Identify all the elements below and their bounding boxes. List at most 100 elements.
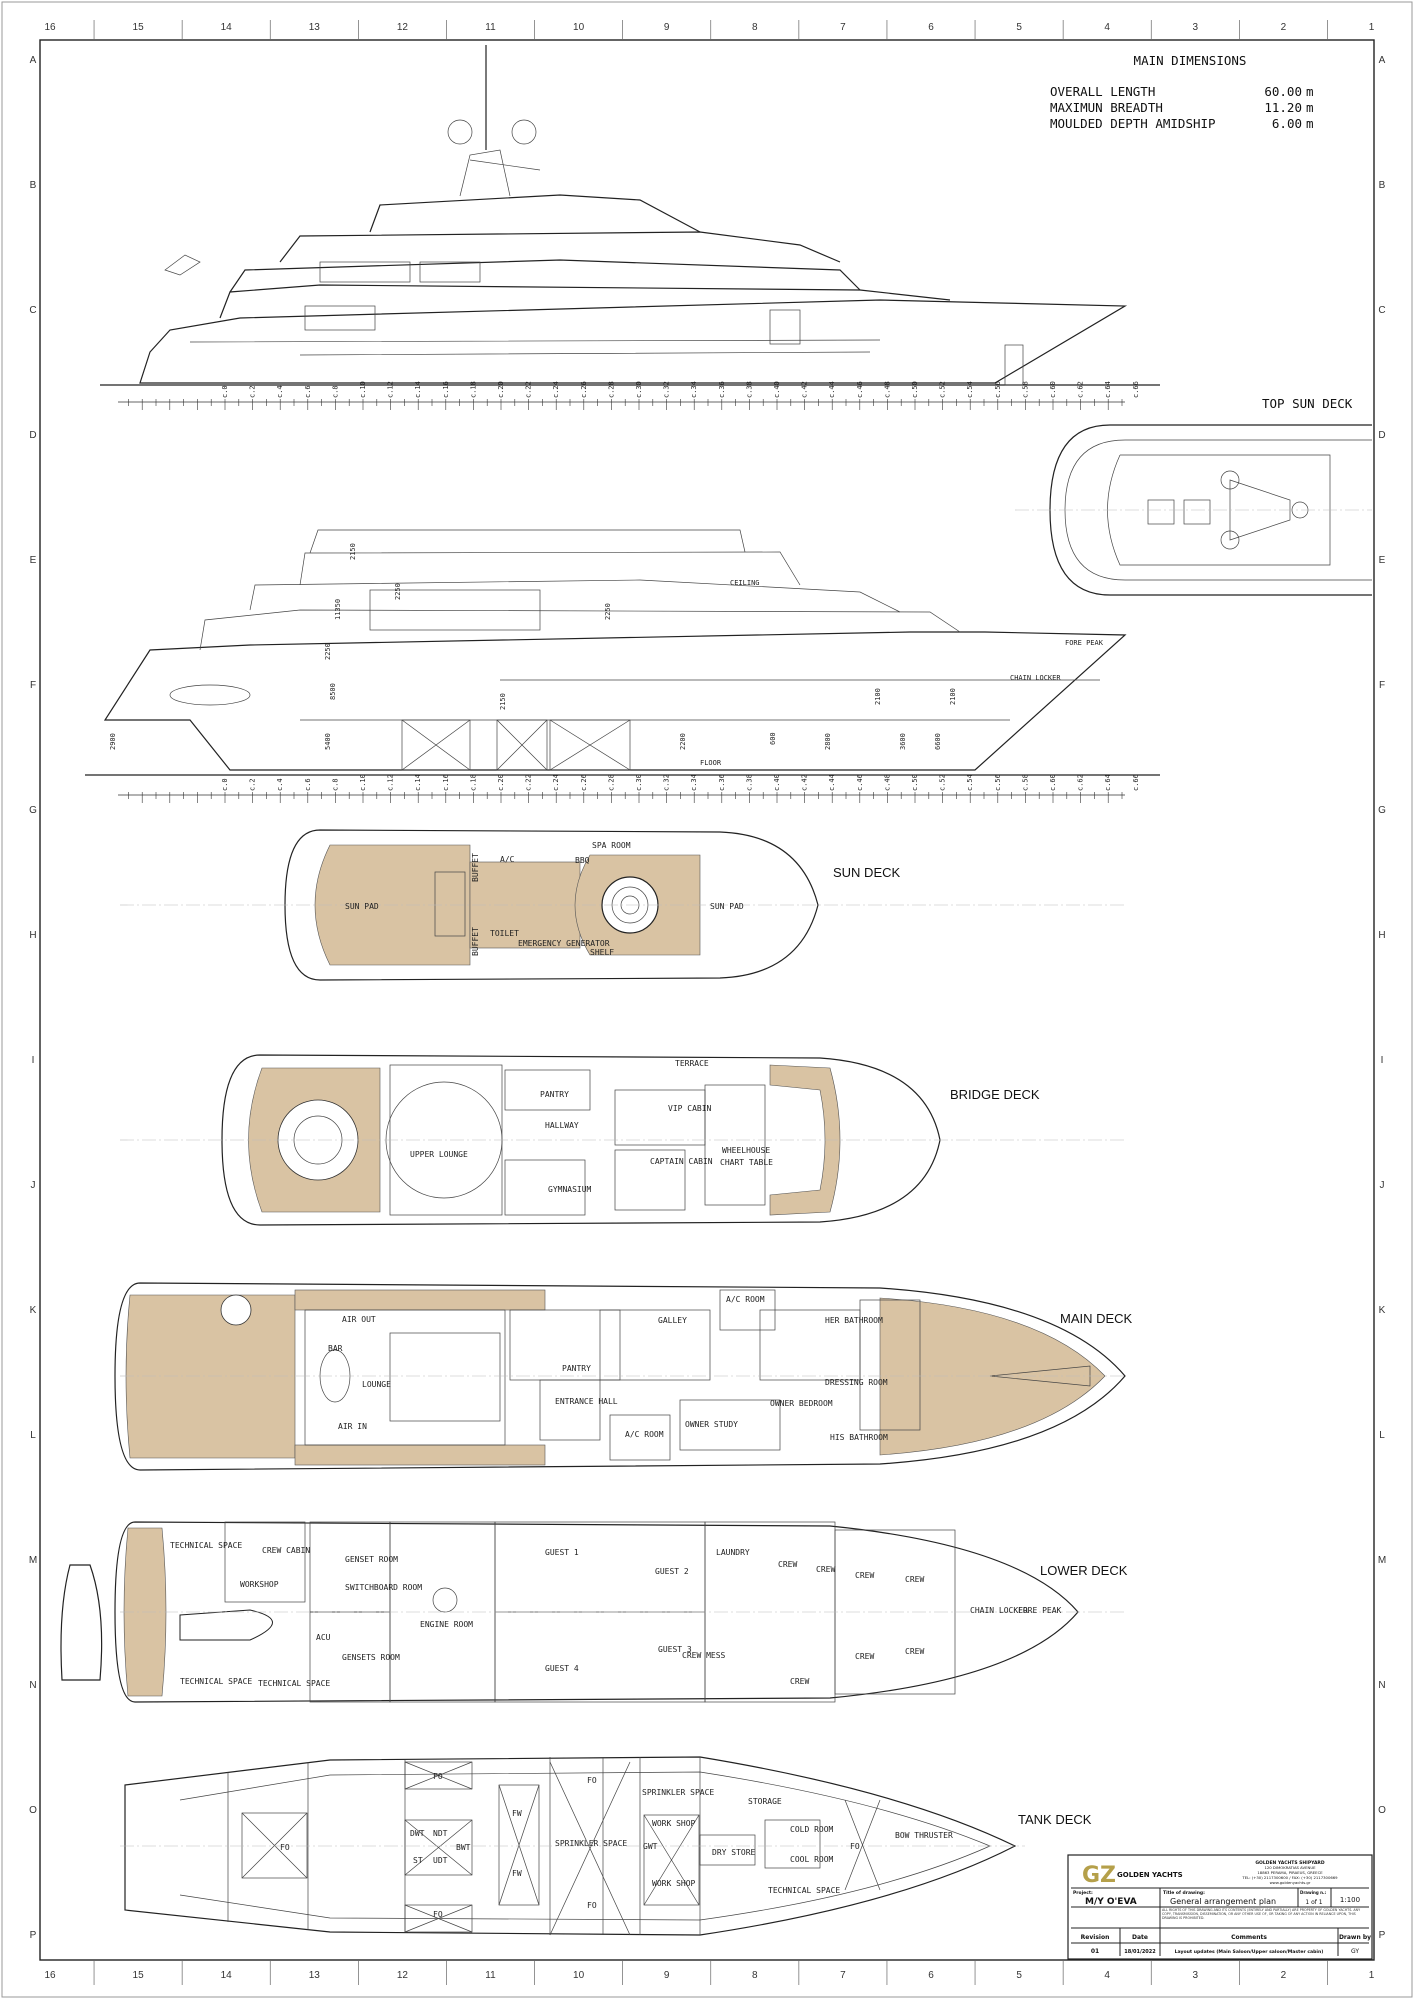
dim-label: 2800 [824, 733, 832, 750]
section-label: CHAIN LOCKER [1010, 674, 1061, 682]
title-block: GZ GOLDEN YACHTS GOLDEN YACHTS SHIPYARD … [1067, 1854, 1373, 1960]
room-label: GENSETS ROOM [342, 1653, 400, 1662]
address-line: 120 DIMOKRATIAS AVENUE [1264, 1865, 1316, 1870]
grid-row-label: P [1379, 1930, 1386, 1941]
room-label: SUN PAD [710, 902, 744, 911]
dim-label: 5400 [324, 733, 332, 750]
frame-label: c.24 [552, 381, 560, 398]
frame-label: c.42 [801, 774, 809, 791]
frame-label: c.20 [497, 774, 505, 791]
frame-label: c.26 [580, 381, 588, 398]
drawing-title-label: Title of drawing: [1163, 1890, 1205, 1896]
column-header: Comments [1231, 1934, 1267, 1941]
grid-row-label: A [30, 55, 37, 66]
revision-comments: Layout updates (Main Saloon/Upper saloon… [1175, 1949, 1324, 1955]
deck-title: LOWER DECK [1040, 1563, 1128, 1578]
grid-column-label: 11 [485, 22, 496, 33]
svg-text:GOLDEN YACHTS: GOLDEN YACHTS [1117, 1871, 1183, 1879]
room-label: CREW CABIN [262, 1546, 310, 1555]
room-label: DRY STORE [712, 1848, 756, 1857]
project-label: Project: [1073, 1890, 1093, 1896]
grid-row-label: M [1378, 1555, 1386, 1566]
grid-row-label: D [29, 430, 36, 441]
scale: 1:100 [1340, 1896, 1360, 1904]
grid-column-label: 16 [44, 22, 56, 33]
grid-row-label: G [1378, 805, 1386, 816]
dim-label: 2100 [949, 688, 957, 705]
room-label: ENTRANCE HALL [555, 1397, 618, 1406]
room-label: DRESSING ROOM [825, 1378, 888, 1387]
room-label: A/C [500, 855, 515, 864]
grid-column-label: 10 [573, 1970, 585, 1981]
grid-row-label: G [29, 805, 37, 816]
frame-label: c.44 [828, 774, 836, 791]
room-label: TOILET [490, 929, 519, 938]
room-label: BAR [328, 1344, 343, 1353]
frame-label: c.12 [387, 381, 395, 398]
frame-label: c.62 [1077, 381, 1085, 398]
drawing-title: General arrangement plan [1170, 1897, 1276, 1906]
room-label: CAPTAIN CABIN [650, 1157, 713, 1166]
room-label: SHELF [590, 948, 614, 957]
grid-row-label: D [1378, 430, 1385, 441]
grid-column-label: 13 [309, 1970, 321, 1981]
drawing-number-label: Drawing n.: [1300, 1890, 1327, 1895]
grid-column-label: 4 [1104, 1970, 1110, 1981]
room-label: UPPER LOUNGE [410, 1150, 468, 1159]
room-label: GUEST 1 [545, 1548, 579, 1557]
grid-column-label: 5 [1016, 22, 1022, 33]
room-label: FO [587, 1901, 597, 1910]
frame-label: c.2 [249, 778, 257, 791]
dim-unit: m [1306, 100, 1314, 115]
grid-column-label: 11 [485, 1970, 496, 1981]
grid-row-label: F [1379, 680, 1385, 691]
main-deck-plan: AIR OUT BAR LOUNGE AIR IN PANTRY GALLEY … [114, 1282, 1133, 1471]
frame-label: c.30 [635, 381, 643, 398]
grid-row-label: C [29, 305, 36, 316]
section-label: FLOOR [700, 759, 722, 767]
frame-label: c.38 [745, 381, 753, 398]
main-dimensions: MAIN DIMENSIONS OVERALL LENGTH 60.00 m M… [1050, 53, 1314, 131]
room-label: BOW THRUSTER [895, 1831, 953, 1840]
frame-label: c.38 [745, 774, 753, 791]
grid-column-label: 15 [133, 22, 145, 33]
top-sun-deck-plan: TOP SUN DECK [1015, 396, 1372, 596]
room-label: COLD ROOM [790, 1825, 834, 1834]
room-label: STORAGE [748, 1797, 782, 1806]
grid-column-label: 13 [309, 22, 321, 33]
dim-label: MAXIMUN BREADTH [1050, 100, 1163, 115]
grid-row-label: I [1381, 1055, 1384, 1066]
room-label: WORK SHOP [652, 1819, 696, 1828]
room-label: UDT [433, 1856, 448, 1865]
room-label: BUFFET [471, 927, 480, 956]
room-label: HIS BATHROOM [830, 1433, 888, 1442]
frame-label: c.16 [442, 381, 450, 398]
dim-unit: m [1306, 84, 1314, 99]
dim-value: 6.00 [1272, 116, 1302, 131]
frame-label: c.44 [828, 381, 836, 398]
grid-column-label: 10 [573, 22, 585, 33]
room-label: GUEST 2 [655, 1567, 689, 1576]
frame-label: c.14 [414, 381, 422, 398]
frame-label: c.40 [773, 381, 781, 398]
revision-date: 18/01/2022 [1124, 1949, 1156, 1955]
project-name: M/Y O'EVA [1085, 1897, 1137, 1907]
room-label: GUEST 3 [658, 1645, 692, 1654]
dim-label: 2250 [394, 583, 402, 600]
address-line: 18863 PERAMA, PIRAEUS, GREECE [1257, 1870, 1323, 1875]
room-label: WORKSHOP [240, 1580, 279, 1589]
room-label: VIP CABIN [668, 1104, 712, 1113]
frame-label: c.36 [718, 774, 726, 791]
dim-label: OVERALL LENGTH [1050, 84, 1155, 99]
deck-title: BRIDGE DECK [950, 1087, 1040, 1102]
room-label: A/C ROOM [726, 1295, 765, 1304]
room-label: PANTRY [540, 1090, 569, 1099]
frame-label: c.42 [801, 381, 809, 398]
grid-row-label: L [1379, 1430, 1385, 1441]
room-label: FO [433, 1910, 443, 1919]
grid-column-label: 9 [664, 22, 670, 33]
room-label: TECHNICAL SPACE [170, 1541, 242, 1550]
room-label: CREW [778, 1560, 797, 1569]
